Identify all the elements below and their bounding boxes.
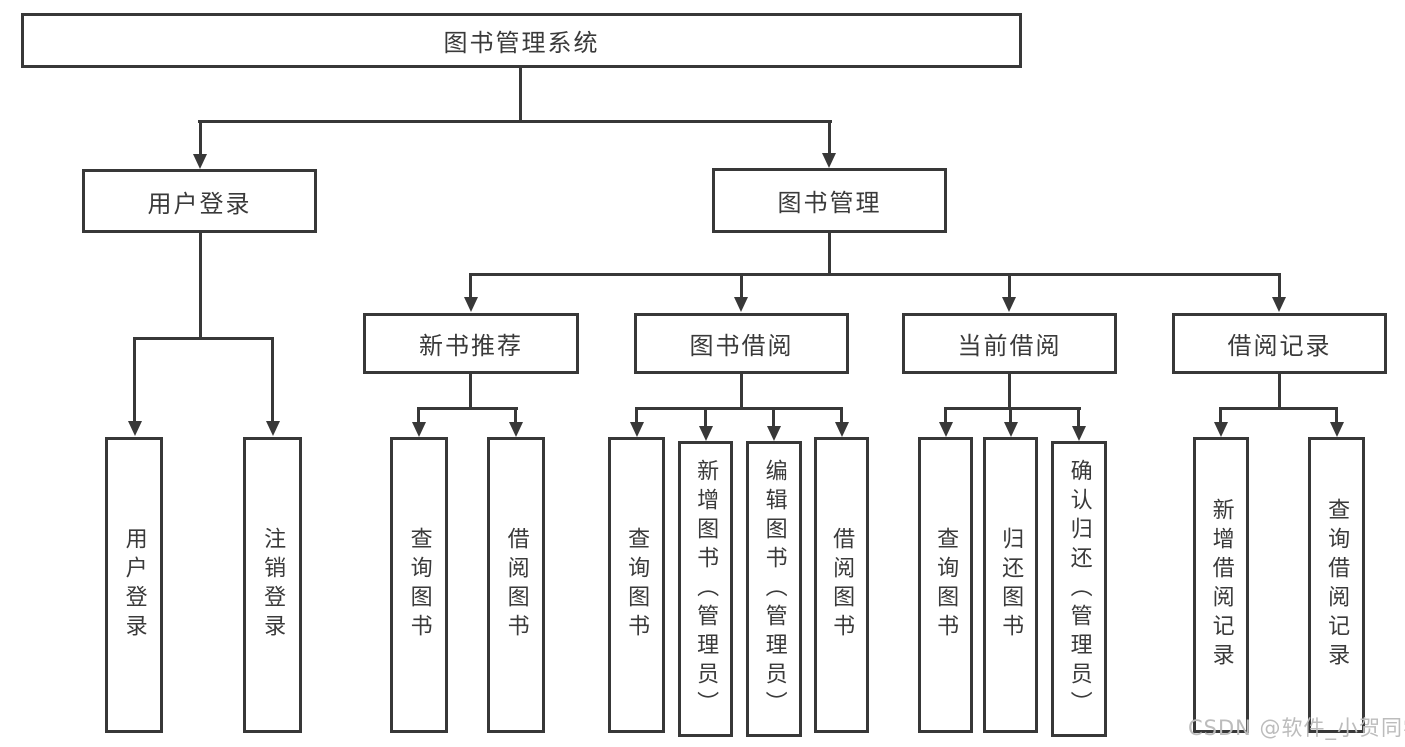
connector-line [417,407,518,410]
node-label: 借阅图书 [829,527,855,643]
node-label: 图书管理 [777,189,882,217]
connector-line [704,407,707,427]
connector-line [271,337,274,422]
node-label: 新书推荐 [419,332,523,360]
arrow-down [822,153,836,168]
node-system-root: 图书管理系统 [21,13,1022,68]
arrow-down [1004,422,1018,437]
node-label: 图书管理系统 [443,29,600,57]
node-label: 用户登录 [147,189,252,218]
connector-line [1278,374,1281,409]
arrow-down [412,422,426,437]
connector-line [840,407,843,423]
connector-line [1335,407,1338,423]
node-label: 查询图书 [933,527,959,643]
connector-line [199,120,202,156]
connector-line [772,407,775,427]
connector-line [635,407,638,423]
connector-line [519,68,522,123]
connector-line [1077,407,1080,427]
connector-line [469,273,1281,276]
arrow-down [1330,422,1344,437]
node-add-book-admin: 新增图书（管理员） [678,441,733,737]
watermark: CSDN @软件_小贺同学 [1188,716,1405,740]
node-label: 查询图书 [406,527,432,643]
node-label: 借阅记录 [1227,332,1332,360]
connector-line [944,407,1081,410]
node-confirm-return-admin: 确认归还（管理员） [1051,441,1107,737]
connector-line [198,120,832,123]
connector-line [199,233,202,340]
node-borrow-books-recommend: 借阅图书 [487,437,545,733]
node-current-borrowing: 当前借阅 [902,313,1117,374]
connector-line [417,407,420,423]
connector-line [740,273,743,299]
node-label: 图书借阅 [689,332,794,360]
arrow-down [193,154,207,169]
arrow-down [835,422,849,437]
node-borrow-books-borrowing: 借阅图书 [814,437,869,733]
connector-line [1219,407,1222,423]
connector-line [1219,407,1338,410]
node-book-management-branch: 图书管理 [712,168,947,233]
node-logout-leaf: 注销登录 [243,437,302,733]
node-label: 新增图书（管理员） [693,458,719,720]
arrow-down [1272,297,1286,312]
node-return-books: 归还图书 [983,437,1038,733]
node-query-books-current: 查询图书 [918,437,973,733]
node-user-login-leaf: 用户登录 [105,437,163,733]
connector-line [828,233,831,276]
arrow-down [734,297,748,312]
connector-line [133,337,274,340]
arrow-down [767,426,781,441]
node-label: 确认归还（管理员） [1066,458,1092,720]
node-label: 借阅图书 [503,527,529,643]
node-query-books-borrowing: 查询图书 [608,437,665,733]
connector-line [1278,273,1281,299]
connector-line [469,273,472,299]
node-label: 用户登录 [121,527,147,643]
arrow-down [266,421,280,436]
connector-line [828,120,831,156]
node-label: 注销登录 [260,527,286,643]
node-label: 新增借阅记录 [1208,498,1234,672]
connector-line [1008,273,1011,299]
arrow-down [1214,422,1228,437]
node-book-borrowing: 图书借阅 [634,313,849,374]
connector-line [944,407,947,423]
node-label: 归还图书 [998,527,1024,643]
node-label: 查询图书 [624,527,650,643]
connector-line [1009,407,1012,423]
node-borrowing-records: 借阅记录 [1172,313,1387,374]
arrow-down [630,422,644,437]
connector-line [133,337,136,422]
node-user-login-branch: 用户登录 [82,169,317,233]
connector-line [1008,374,1011,409]
connector-line [514,407,517,423]
node-new-book-recommendation: 新书推荐 [363,313,579,374]
node-label: 当前借阅 [957,332,1062,360]
node-query-borrow-record: 查询借阅记录 [1308,437,1365,733]
arrow-down [509,422,523,437]
arrow-down [128,421,142,436]
node-add-borrow-record: 新增借阅记录 [1193,437,1249,733]
node-label: 查询借阅记录 [1324,498,1350,672]
connector-line [469,374,472,409]
arrow-down [939,422,953,437]
arrow-down [1072,426,1086,441]
node-query-books-recommend: 查询图书 [390,437,448,733]
arrow-down [1002,297,1016,312]
node-label: 编辑图书（管理员） [761,458,787,720]
arrow-down [464,297,478,312]
node-edit-book-admin: 编辑图书（管理员） [746,441,802,737]
connector-line [740,374,743,409]
arrow-down [699,426,713,441]
connector-line [635,407,843,410]
